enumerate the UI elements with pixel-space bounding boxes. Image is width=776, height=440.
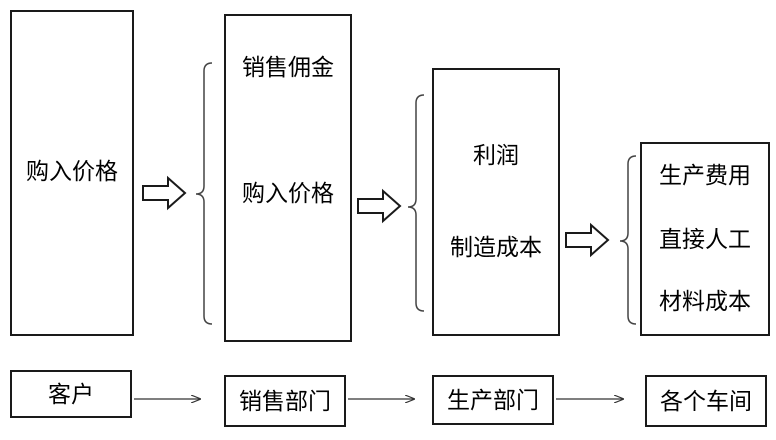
dept-label-workshops: 各个车间: [660, 389, 752, 415]
stage4-item-production-expense: 生产费用: [659, 163, 751, 189]
stage2-item-sales-commission: 销售佣金: [242, 55, 334, 81]
brace-icon-stage2: [195, 62, 213, 325]
stage4-box: 生产费用 直接人工 材料成本: [640, 142, 770, 336]
dept-box-workshops: 各个车间: [645, 375, 767, 427]
stage3-item-manufacturing-cost: 制造成本: [450, 235, 542, 261]
stage1-item-purchase-price: 购入价格: [26, 159, 118, 185]
stage3-item-profit: 利润: [473, 143, 519, 169]
stage4-item-material-cost: 材料成本: [659, 289, 751, 315]
dept-label-sales: 销售部门: [239, 389, 331, 415]
hollow-arrow-icon-2: [357, 188, 402, 224]
brace-icon-stage3: [407, 94, 425, 312]
dept-box-sales: 销售部门: [224, 375, 346, 427]
dept-label-production: 生产部门: [447, 388, 539, 414]
stage1-box: 购入价格: [10, 10, 134, 336]
brace-icon-stage4: [619, 155, 637, 325]
dept-box-production: 生产部门: [432, 375, 554, 425]
hollow-arrow-icon-3: [565, 222, 610, 258]
stage3-box: 利润 制造成本: [432, 68, 560, 336]
stage2-box: 销售佣金 购入价格: [224, 14, 352, 342]
hollow-arrow-icon-1: [142, 175, 187, 211]
stage2-item-purchase-price: 购入价格: [242, 181, 334, 207]
stage4-item-direct-labor: 直接人工: [659, 227, 751, 253]
dept-label-customer: 客户: [48, 382, 94, 408]
dept-box-customer: 客户: [10, 370, 132, 418]
